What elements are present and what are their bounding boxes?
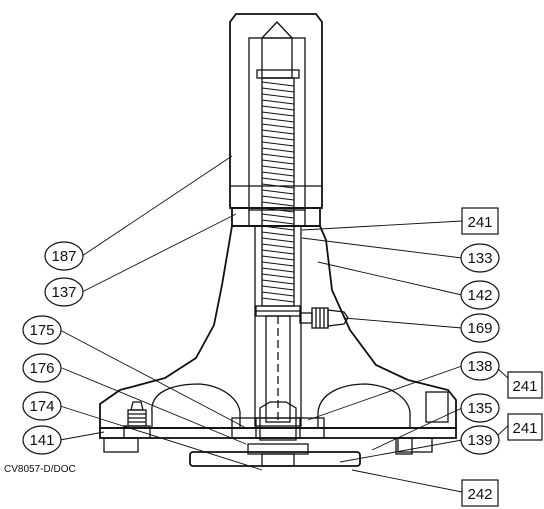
thread-line xyxy=(261,141,295,147)
thread-line xyxy=(261,273,295,279)
packing-ring xyxy=(231,207,321,227)
valve-body xyxy=(99,225,457,429)
left-fitting xyxy=(123,401,151,439)
thread-line xyxy=(261,267,295,273)
svg-text:241: 241 xyxy=(512,420,537,437)
thread-line xyxy=(261,291,295,297)
callout-142: 142 xyxy=(460,280,500,310)
callout-box-241-mid: 241 xyxy=(507,371,543,399)
thread-line xyxy=(261,99,295,105)
thread-line xyxy=(261,249,295,255)
callout-box-241-top: 241 xyxy=(461,207,499,235)
callout-139: 139 xyxy=(460,425,500,455)
drawing-id-caption: CV8057-D/DOC xyxy=(4,464,76,475)
leader-lines xyxy=(59,155,511,493)
callout-135: 135 xyxy=(460,393,500,423)
thread-line xyxy=(261,147,295,153)
svg-text:174: 174 xyxy=(29,398,54,415)
callout-187: 187 xyxy=(44,241,84,271)
svg-text:141: 141 xyxy=(29,432,54,449)
thread-line xyxy=(261,135,295,141)
svg-text:175: 175 xyxy=(29,322,54,339)
thread-line xyxy=(261,105,295,111)
thread-line xyxy=(261,123,295,129)
callout-box-242: 242 xyxy=(461,479,499,507)
svg-text:187: 187 xyxy=(51,248,76,265)
thread-line xyxy=(261,297,295,303)
thread-line xyxy=(261,81,295,87)
callout-138: 138 xyxy=(460,351,500,381)
thread-line xyxy=(261,237,295,243)
thread-line xyxy=(261,225,295,231)
callout-174: 174 xyxy=(22,391,62,421)
thread-line xyxy=(261,93,295,99)
base-plate xyxy=(99,401,457,467)
svg-text:133: 133 xyxy=(467,250,492,267)
thread-line xyxy=(261,201,295,207)
thread-line xyxy=(261,111,295,117)
thread-line xyxy=(261,285,295,291)
thread-line xyxy=(261,261,295,267)
callout-176: 176 xyxy=(22,353,62,383)
thread-line xyxy=(261,195,295,201)
callout-133: 133 xyxy=(460,243,500,273)
thread-line xyxy=(261,87,295,93)
callout-175: 175 xyxy=(22,315,62,345)
callout-169: 169 xyxy=(460,313,500,343)
thread-line xyxy=(261,183,295,189)
thread-line xyxy=(261,213,295,219)
svg-text:135: 135 xyxy=(467,400,492,417)
svg-text:241: 241 xyxy=(467,214,492,231)
svg-text:176: 176 xyxy=(29,360,54,377)
svg-text:242: 242 xyxy=(467,486,492,503)
thread-line xyxy=(261,177,295,183)
thread-line xyxy=(261,219,295,225)
svg-text:137: 137 xyxy=(51,284,76,301)
callout-141: 141 xyxy=(22,425,62,455)
thread-line xyxy=(261,117,295,123)
thread-line xyxy=(261,165,295,171)
grease-fitting xyxy=(299,307,349,329)
thread-line xyxy=(261,255,295,261)
callout-box-241-low: 241 xyxy=(507,413,543,441)
svg-text:241: 241 xyxy=(512,378,537,395)
thread-line xyxy=(261,231,295,237)
bonnet-cap xyxy=(229,13,323,211)
svg-text:138: 138 xyxy=(467,358,492,375)
thread-line xyxy=(261,207,295,213)
thread-line xyxy=(261,159,295,165)
thread-line xyxy=(261,279,295,285)
thread-line xyxy=(261,171,295,177)
thread-line xyxy=(261,243,295,249)
svg-text:139: 139 xyxy=(467,432,492,449)
stem-threads xyxy=(261,81,295,303)
thread-line xyxy=(261,129,295,135)
threaded-stem xyxy=(255,69,301,423)
svg-text:169: 169 xyxy=(467,320,492,337)
thread-line xyxy=(261,153,295,159)
thread-line xyxy=(261,189,295,195)
callout-137: 137 xyxy=(44,277,84,307)
svg-text:142: 142 xyxy=(467,287,492,304)
